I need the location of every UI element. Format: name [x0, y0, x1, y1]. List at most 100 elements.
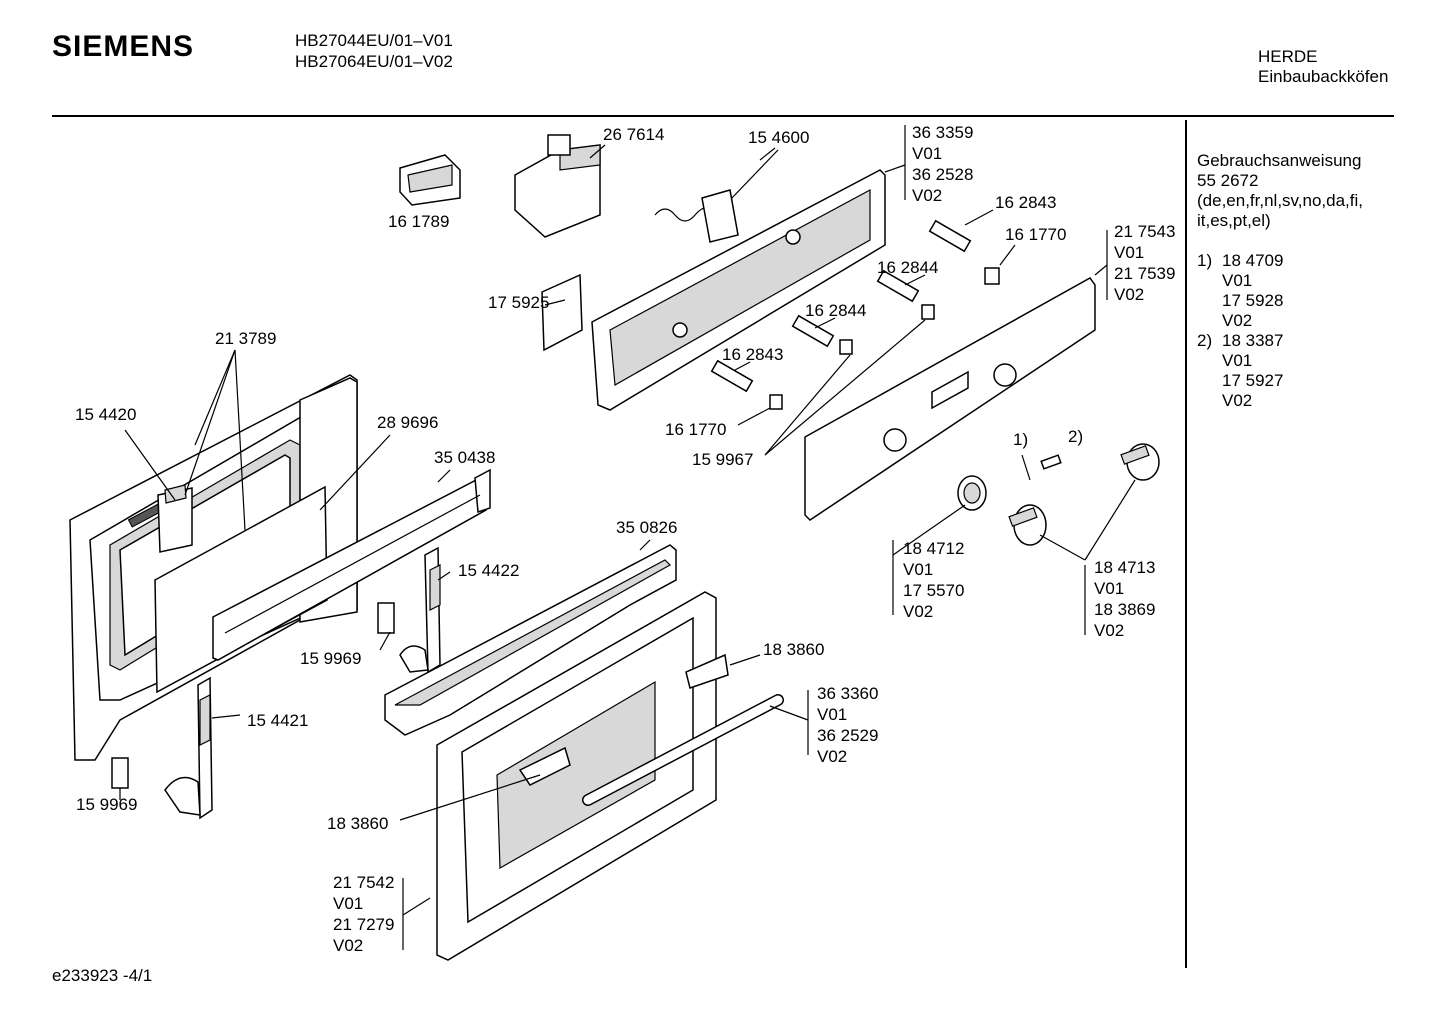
exploded-parts-diagram: 16 1789 26 7614 15 4600 36 3359 V01 36 2…	[69, 123, 1175, 961]
part-label: 15 9967	[692, 450, 753, 469]
part-label: 35 0826	[616, 518, 677, 537]
switch-shaft-a	[928, 219, 972, 253]
notes-divider	[1185, 120, 1187, 968]
footnote-line: V02	[1222, 391, 1253, 410]
clip-161770-b	[769, 394, 783, 410]
product-category: HERDE Einbaubackköfen	[1258, 47, 1388, 87]
leader-lines	[119, 125, 1136, 950]
footnote-ref: 2)	[1068, 427, 1083, 446]
switch-shaft-d	[710, 359, 754, 393]
part-label: 15 4422	[458, 561, 519, 580]
part-label: V01	[1114, 243, 1144, 262]
part-label: 15 9969	[76, 795, 137, 814]
part-label: 16 1770	[665, 420, 726, 439]
footnote-1: 1) 18 4709 V01 17 5928 V02	[1197, 251, 1437, 331]
footnote-line: 17 5928	[1222, 291, 1284, 310]
part-label: 16 1770	[1005, 225, 1066, 244]
knob-ring	[957, 475, 987, 511]
brand-logo: SIEMENS	[52, 30, 195, 63]
part-label: V02	[1094, 621, 1124, 640]
part-label: V01	[912, 144, 942, 163]
footnote-line: V01	[1222, 271, 1253, 290]
switch-shaft-c	[791, 314, 835, 348]
category-line-2: Einbaubackköfen	[1258, 67, 1389, 86]
footnote-line: V01	[1222, 351, 1253, 370]
part-label: 21 7543	[1114, 222, 1175, 241]
part-labels: 16 1789 26 7614 15 4600 36 3359 V01 36 2…	[75, 123, 1175, 955]
part-label: 16 2844	[805, 301, 866, 320]
part-label: 26 7614	[603, 125, 664, 144]
outer-door	[436, 591, 729, 961]
part-label: V01	[817, 705, 847, 724]
door-handle-mount-2	[685, 653, 729, 689]
part-label: V02	[912, 186, 942, 205]
part-label: 18 3860	[763, 640, 824, 659]
footnote-2: 2) 18 3387 V01 17 5927 V02	[1197, 331, 1437, 411]
part-label: 36 2529	[817, 726, 878, 745]
part-label: 17 5925	[488, 293, 549, 312]
category-line-1: HERDE	[1258, 47, 1318, 66]
part-label: 36 2528	[912, 165, 973, 184]
selector-switch	[399, 154, 461, 206]
notes-panel: Gebrauchsanweisung 55 2672 (de,en,fr,nl,…	[1197, 151, 1437, 411]
control-knob-right	[1120, 443, 1160, 481]
part-label: 16 2843	[995, 193, 1056, 212]
part-label: 18 3869	[1094, 600, 1155, 619]
manual-number: 55 2672	[1197, 171, 1259, 190]
part-label: 21 7279	[333, 915, 394, 934]
control-housing	[591, 169, 886, 411]
part-label: V02	[817, 747, 847, 766]
footnote-line: 18 3387	[1222, 331, 1284, 350]
part-label: 28 9696	[377, 413, 438, 432]
part-label: 18 4713	[1094, 558, 1155, 577]
part-label: 21 3789	[215, 329, 276, 348]
clip-161770-a	[984, 267, 1000, 285]
door-rail	[212, 468, 491, 661]
thermostat	[654, 149, 779, 243]
clip-159967-a	[921, 304, 935, 320]
part-label: 18 3860	[327, 814, 388, 833]
part-label: 17 5570	[903, 581, 964, 600]
part-label: 15 4600	[748, 128, 809, 147]
footnote-mark: 1)	[1197, 251, 1213, 270]
door-frame-bracket	[384, 544, 677, 736]
part-label: 16 2843	[722, 345, 783, 364]
small-screws	[1021, 454, 1062, 481]
door-handle-mount	[518, 746, 571, 786]
clock-timer-module	[514, 134, 601, 238]
footnote-line: 18 4709	[1222, 251, 1284, 270]
manual-title: Gebrauchsanweisung	[1197, 151, 1362, 170]
model-numbers: HB27044EU/01–V01 HB27064EU/01–V02	[295, 30, 453, 72]
part-label: V02	[333, 936, 363, 955]
part-label: V02	[903, 602, 933, 621]
spacer-block-a	[377, 602, 395, 634]
part-label: 36 3359	[912, 123, 973, 142]
footnote-mark: 2)	[1197, 331, 1213, 350]
door-hinge-left	[164, 676, 213, 820]
glass-clip	[157, 484, 193, 553]
switch-shaft-b	[876, 269, 920, 303]
model-number-1: HB27044EU/01–V01	[295, 31, 453, 50]
footnote-ref: 1)	[1013, 430, 1028, 449]
part-label: 15 9969	[300, 649, 361, 668]
control-panel-facia	[804, 277, 1096, 521]
part-label: 16 1789	[388, 212, 449, 231]
part-label: 18 4712	[903, 539, 964, 558]
part-label: 16 2844	[877, 258, 938, 277]
part-label: 21 7542	[333, 873, 394, 892]
part-label: 36 3360	[817, 684, 878, 703]
model-number-2: HB27064EU/01–V02	[295, 52, 453, 71]
inner-glass-panel	[154, 485, 328, 694]
mounting-bracket	[541, 273, 583, 352]
part-label: 15 4420	[75, 405, 136, 424]
control-knob-left	[1008, 504, 1047, 546]
spacer-block-b	[111, 757, 129, 789]
part-label: V02	[1114, 285, 1144, 304]
part-label: 35 0438	[434, 448, 495, 467]
footnote-line: V02	[1222, 311, 1253, 330]
header-divider	[52, 115, 1394, 117]
clip-159967-b	[839, 339, 853, 355]
footnote-line: 17 5927	[1222, 371, 1284, 390]
door-handle	[582, 694, 784, 806]
part-label: V01	[903, 560, 933, 579]
